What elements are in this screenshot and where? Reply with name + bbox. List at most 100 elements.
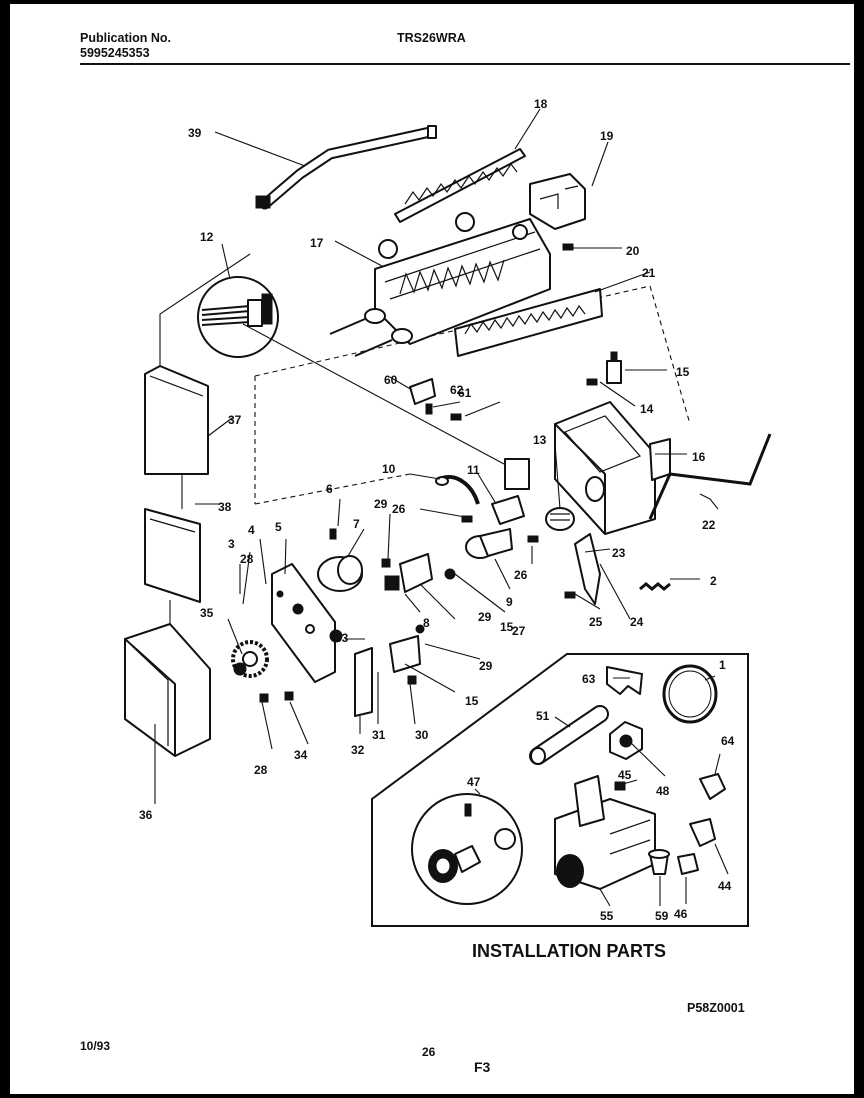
publication-date: 10/93 xyxy=(80,1039,111,1053)
instruction-manual-part xyxy=(144,365,209,475)
grommet-part xyxy=(648,849,670,875)
callout-6: 6 xyxy=(326,482,333,496)
callout-21: 21 xyxy=(642,266,656,280)
callout-31: 31 xyxy=(372,728,386,742)
publication-number: 5995245353 xyxy=(80,46,150,60)
clamp-part xyxy=(677,773,726,875)
connector-part xyxy=(504,458,530,490)
callout-19: 19 xyxy=(600,129,614,143)
callout-25: 25 xyxy=(589,615,603,629)
callout-26: 26 xyxy=(514,568,528,582)
installation-parts-box xyxy=(371,653,749,927)
callout-47: 47 xyxy=(467,775,481,789)
ejector-part xyxy=(394,148,526,223)
callout-39: 39 xyxy=(188,126,202,140)
figure-label: F3 xyxy=(474,1059,491,1075)
callout-59: 59 xyxy=(655,909,669,923)
screw-45 xyxy=(614,781,626,791)
mounting-plate-part xyxy=(271,563,336,683)
water-valve-part xyxy=(554,775,656,890)
switch-lower-part xyxy=(354,635,421,717)
callout-8: 8 xyxy=(423,616,430,630)
callout-45: 45 xyxy=(618,768,632,782)
support-housing-part xyxy=(554,401,671,535)
ice-mold-part xyxy=(329,212,551,357)
callout-29: 29 xyxy=(478,610,492,624)
callout-22: 22 xyxy=(702,518,716,532)
callout-27: 27 xyxy=(512,624,526,638)
callout-10: 10 xyxy=(382,462,396,476)
callout-24: 24 xyxy=(630,615,644,629)
callout-35: 35 xyxy=(200,606,214,620)
callout-28: 28 xyxy=(254,763,268,777)
leader-lines xyxy=(154,108,729,907)
callout-9: 9 xyxy=(506,595,513,609)
callout-20: 20 xyxy=(626,244,640,258)
callout-26: 26 xyxy=(392,502,406,516)
callout-14: 14 xyxy=(640,402,654,416)
callout-13: 13 xyxy=(533,433,547,447)
tube-part xyxy=(529,705,609,765)
installation-parts-title: INSTALLATION PARTS xyxy=(472,941,666,961)
exploded-view-diagram: 1234567891011121314151515161718192021222… xyxy=(124,97,772,1015)
shutoff-arm-part xyxy=(648,433,772,520)
callout-4: 4 xyxy=(248,523,255,537)
assembly-dashed-boundary xyxy=(254,285,691,505)
bracket-part xyxy=(491,495,525,525)
callout-15: 15 xyxy=(465,694,479,708)
callout-62: 62 xyxy=(450,383,464,397)
upper-switch-part xyxy=(606,351,622,384)
thermostat-part xyxy=(545,507,575,531)
callout-29: 29 xyxy=(374,497,388,511)
motor-part xyxy=(317,555,363,592)
callout-16: 16 xyxy=(692,450,706,464)
small-bracket-part xyxy=(409,378,436,405)
callout-60: 60 xyxy=(384,373,398,387)
callout-29: 29 xyxy=(479,659,493,673)
compression-nut-part xyxy=(609,721,643,760)
callout-12: 12 xyxy=(200,230,214,244)
model-number: TRS26WRA xyxy=(397,31,466,45)
callout-7: 7 xyxy=(353,517,360,531)
clip-part xyxy=(435,475,480,505)
publication-label: Publication No. xyxy=(80,31,171,45)
front-cover-part xyxy=(124,623,211,757)
screws xyxy=(259,243,598,703)
drive-gear-part xyxy=(231,640,269,678)
fill-tube-part xyxy=(255,125,437,210)
header-rule xyxy=(80,63,850,65)
parts-diagram-page: Publication No. 5995245353 TRS26WRA xyxy=(10,4,854,1094)
callout-48: 48 xyxy=(656,784,670,798)
callout-30: 30 xyxy=(415,728,429,742)
callout-34: 34 xyxy=(294,748,308,762)
callout-2: 2 xyxy=(710,574,717,588)
callout-17: 17 xyxy=(310,236,324,250)
stripper-part xyxy=(454,288,603,357)
callout-36: 36 xyxy=(139,808,153,822)
callout-55: 55 xyxy=(600,909,614,923)
callout-28: 28 xyxy=(240,552,254,566)
cam-part xyxy=(465,528,513,559)
callout-51: 51 xyxy=(536,709,550,723)
drawing-code: P58Z0001 xyxy=(687,1001,745,1015)
callout-3: 3 xyxy=(228,537,235,551)
callout-11: 11 xyxy=(467,463,480,477)
instruction-sheet-part xyxy=(144,508,201,603)
callout-1: 1 xyxy=(719,658,726,672)
ejector-cover-part xyxy=(529,173,586,230)
callout-23: 23 xyxy=(612,546,626,560)
callout-32: 32 xyxy=(351,743,365,757)
bracket-63-part xyxy=(606,666,643,695)
callout-44: 44 xyxy=(718,879,732,893)
water-valve-detail xyxy=(411,793,523,905)
clamp-ring-part xyxy=(662,664,718,724)
switch-part xyxy=(384,553,433,593)
callout-63: 63 xyxy=(582,672,596,686)
callout-18: 18 xyxy=(534,97,548,111)
lever-part xyxy=(574,533,671,605)
callout-15: 15 xyxy=(676,365,690,379)
callout-5: 5 xyxy=(275,520,282,534)
callout-64: 64 xyxy=(721,734,735,748)
callout-38: 38 xyxy=(218,500,232,514)
